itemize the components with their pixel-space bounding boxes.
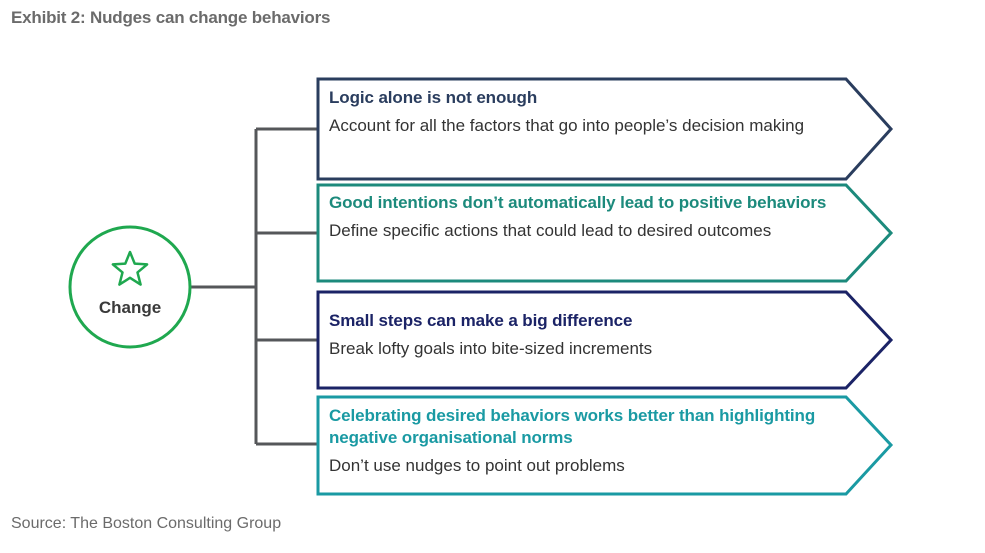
arrow-box-4 <box>316 395 894 496</box>
nudge-item-2: Good intentions don’t automatically lead… <box>318 184 838 242</box>
item-title: Logic alone is not enough <box>329 88 538 107</box>
nudge-item-1: Logic alone is not enough Account for al… <box>318 79 838 137</box>
item-description: Account for all the factors that go into… <box>329 116 805 135</box>
nudge-item-4: Celebrating desired behaviors works bett… <box>318 397 838 477</box>
connector-lines <box>191 127 318 446</box>
item-description: Don’t use nudges to point out problems <box>329 456 625 475</box>
item-description: Break lofty goals into bite-sized increm… <box>329 339 653 358</box>
hub-circle <box>68 225 192 349</box>
arrow-box-3 <box>316 290 894 390</box>
item-title: Small steps can make a big difference <box>329 311 633 330</box>
arrow-box-2 <box>316 183 894 283</box>
arrow-box-1 <box>316 77 894 181</box>
item-title: Good intentions don’t automatically lead… <box>329 193 827 212</box>
nudge-item-3: Small steps can make a big difference Br… <box>318 302 838 360</box>
item-title: Celebrating desired behaviors works bett… <box>329 406 816 447</box>
exhibit-title: Exhibit 2: Nudges can change behaviors <box>11 8 331 27</box>
source-note: Source: The Boston Consulting Group <box>11 515 282 532</box>
star-icon <box>111 250 149 286</box>
item-description: Define specific actions that could lead … <box>329 221 772 240</box>
hub-label: Change <box>98 298 162 317</box>
